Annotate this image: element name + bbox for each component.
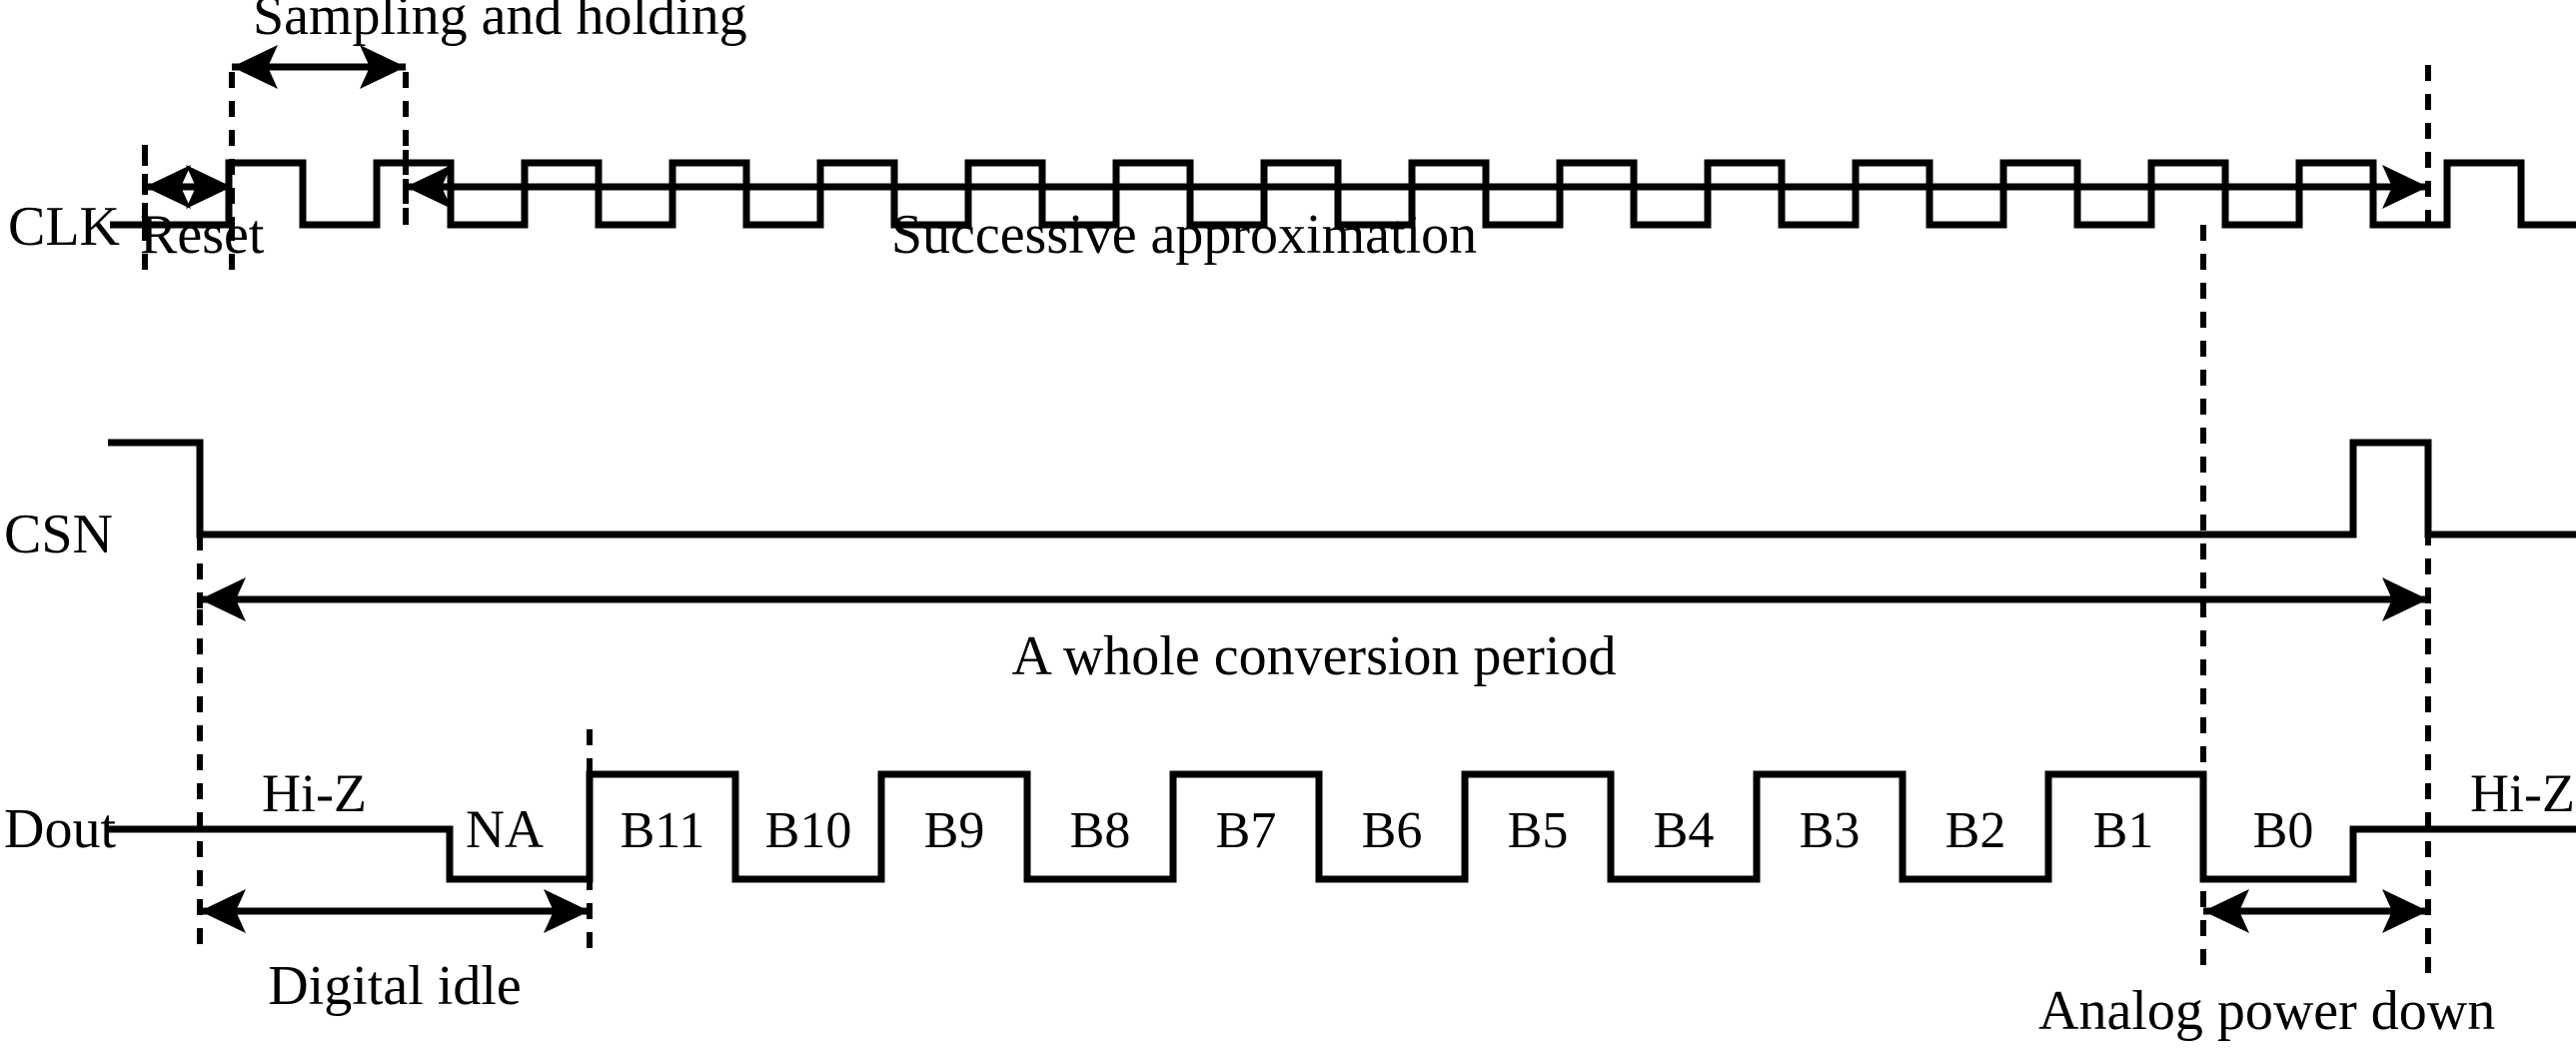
dout-bit-separators [731,774,2207,879]
arrow-reset [145,165,232,209]
dout-state-hi-z-end: Hi-Z [2470,763,2575,823]
dout-bit-b6: B6 [1362,802,1423,859]
signal-label-clk: CLK [8,196,120,258]
arrow-sampling-and-holding [232,45,406,89]
signal-label-dout: Dout [4,798,116,860]
dout-bit-b9: B9 [924,802,985,859]
dout-bit-b3: B3 [1800,802,1861,859]
dout-bit-b7: B7 [1216,802,1277,859]
arrow-successive-approximation [406,165,2428,209]
label-whole-conversion-period: A whole conversion period [1012,625,1617,687]
dout-state-na: NA [466,799,544,859]
dout-bit-b1: B1 [2093,802,2154,859]
arrow-digital-idle [200,889,590,933]
clk-waveform [110,159,2576,229]
dout-bit-b2: B2 [1945,802,2006,859]
label-reset: Reset [140,204,265,266]
arrow-whole-conversion-period [200,577,2428,621]
dout-bit-b5: B5 [1508,802,1569,859]
dout-state-hi-z-start: Hi-Z [262,763,367,823]
dout-bit-b10: B10 [765,802,852,859]
signal-label-csn: CSN [4,504,113,565]
dout-bit-b8: B8 [1070,802,1131,859]
label-sampling-and-holding: Sampling and holding [253,0,747,47]
label-analog-power-down: Analog power down [2038,980,2495,1042]
arrow-analog-power-down [2203,889,2428,933]
dout-bit-b11: B11 [621,802,705,859]
label-successive-approximation: Successive approximation [891,204,1477,266]
label-digital-idle: Digital idle [268,955,522,1017]
csn-waveform [108,439,2576,538]
dout-bit-b0: B0 [2253,802,2314,859]
dout-bit-b4: B4 [1654,802,1715,859]
dout-waveform [108,770,2576,883]
